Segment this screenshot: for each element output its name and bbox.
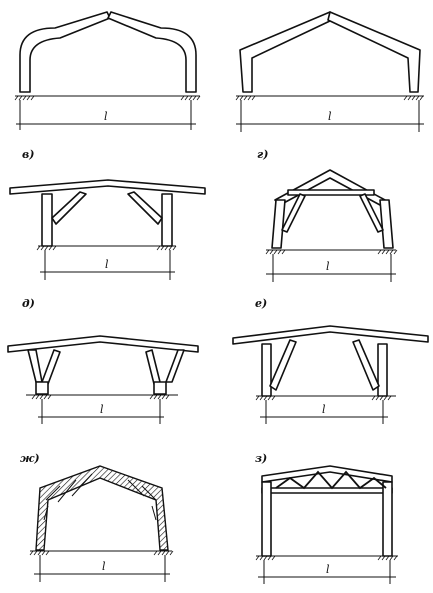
frame-panel-z: з) l bbox=[255, 452, 398, 584]
frame-panel-a: l bbox=[14, 11, 201, 130]
frame-panel-g: г) l bbox=[257, 148, 398, 282]
span-label-a: l bbox=[104, 110, 108, 123]
panel-label-g: г) bbox=[257, 148, 268, 161]
frame-panel-e: е) l bbox=[232, 297, 429, 424]
frame-panel-b: l bbox=[235, 11, 424, 132]
span-label-zh: l bbox=[102, 560, 106, 573]
frame-panel-d: д) l bbox=[7, 297, 199, 424]
panel-label-z: з) bbox=[255, 452, 267, 465]
panel-label-v: в) bbox=[22, 148, 34, 161]
panel-label-e: е) bbox=[255, 297, 267, 310]
frame-panel-zh: ж) l bbox=[20, 452, 174, 582]
span-label-z: l bbox=[326, 563, 330, 576]
panel-label-zh: ж) bbox=[20, 452, 40, 465]
panel-label-d: д) bbox=[22, 297, 35, 310]
span-label-b: l bbox=[328, 110, 332, 123]
span-label-v: l bbox=[105, 258, 109, 271]
span-label-g: l bbox=[326, 260, 330, 273]
span-label-e: l bbox=[322, 403, 326, 416]
span-label-d: l bbox=[100, 403, 104, 416]
frame-panel-v: в) l bbox=[9, 148, 206, 280]
